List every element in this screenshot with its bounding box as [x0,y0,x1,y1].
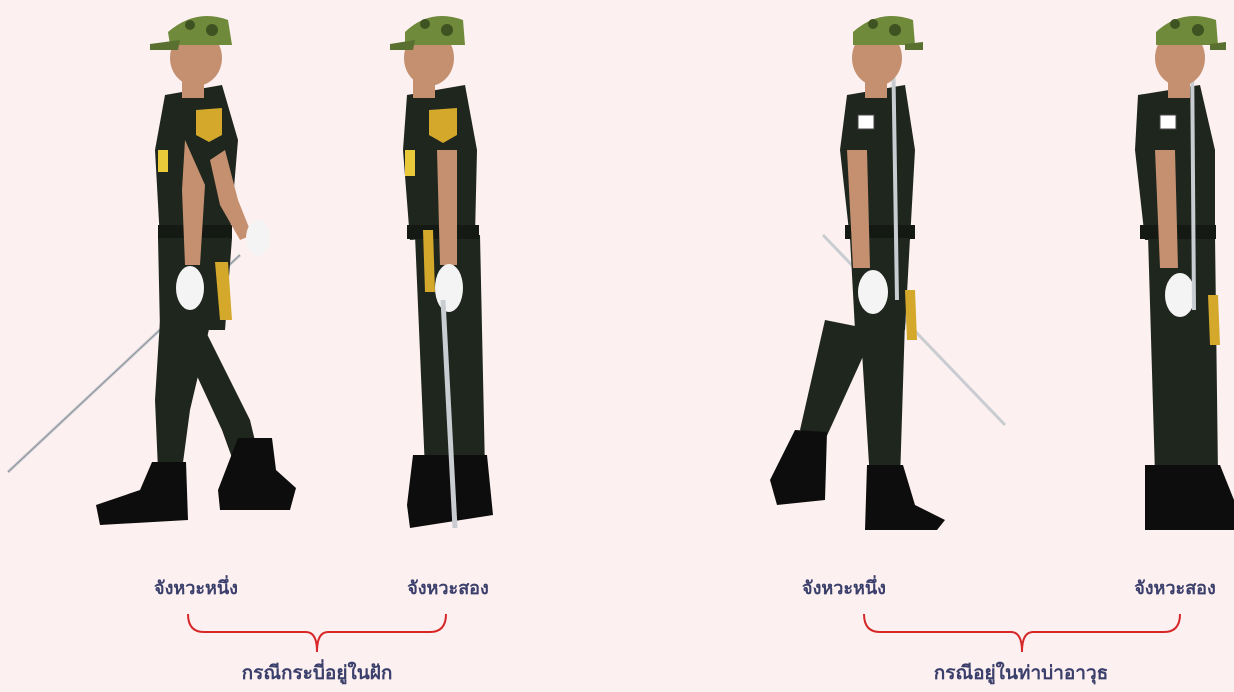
soldier-standing-sword-shoulder-icon [1130,0,1234,540]
step-label-2-group-1: จังหวะสอง [407,573,489,602]
soldier-walking-sword-low-icon [0,0,310,540]
soldier-walking-sword-shoulder-icon [765,0,1015,540]
caption-group-1: กรณีกระบี่อยู่ในฝัก [242,658,393,688]
caption-group-2: กรณีอยู่ในท่าบ่าอาวุธ [934,658,1108,688]
bracket-group-1 [186,612,448,656]
soldier-standing-sword-sheathed-icon [385,0,515,540]
bracket-group-2 [862,612,1182,656]
step-label-2-group-2: จังหวะสอง [1134,573,1216,602]
step-label-1-group-2: จังหวะหนึ่ง [802,573,886,602]
step-label-1-group-1: จังหวะหนึ่ง [154,573,238,602]
